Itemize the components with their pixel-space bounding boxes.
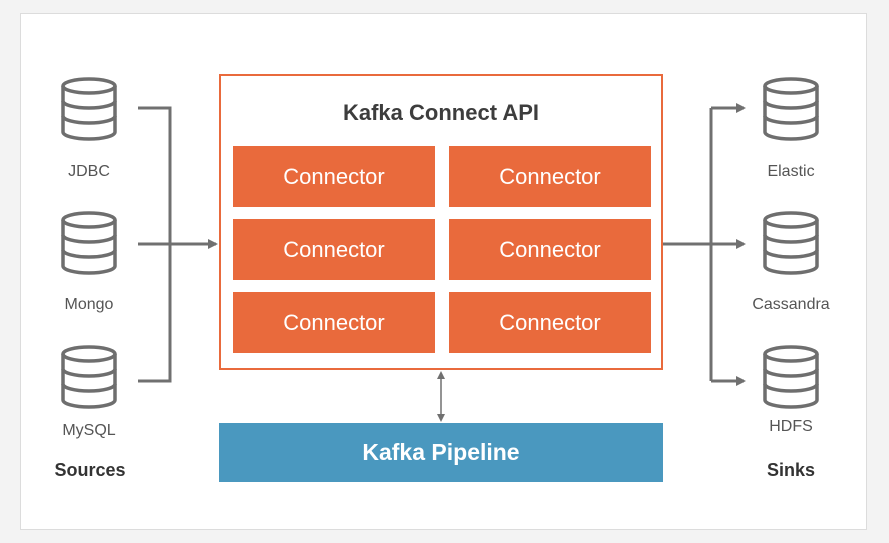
database-icon (61, 345, 117, 409)
sink-label-hdfs: HDFS (769, 418, 813, 435)
connector-block: Connector (233, 219, 435, 280)
sources-heading: Sources (54, 460, 126, 480)
source-label-mysql: MySQL (62, 422, 116, 439)
database-icon (763, 211, 819, 275)
database-icon (763, 345, 819, 409)
connector-block: Connector (233, 292, 435, 353)
source-label-mongo: Mongo (64, 296, 114, 313)
sink-label-elastic: Elastic (767, 163, 815, 180)
source-connector-lines (138, 106, 172, 383)
connector-block: Connector (233, 146, 435, 207)
kafka-pipeline-bar: Kafka Pipeline (219, 423, 663, 482)
database-icon (763, 77, 819, 141)
sink-label-cassandra: Cassandra (752, 296, 830, 313)
source-label-jdbc: JDBC (68, 163, 110, 180)
connector-block: Connector (449, 146, 651, 207)
database-icon (61, 77, 117, 141)
connector-block: Connector (449, 219, 651, 280)
sinks-heading: Sinks (766, 460, 816, 480)
database-icon (61, 211, 117, 275)
api-title: Kafka Connect API (342, 100, 539, 125)
connector-block: Connector (449, 292, 651, 353)
kafka-connect-api-box: Kafka Connect API Connector Connector Co… (219, 74, 663, 370)
sink-connector-lines (663, 108, 713, 381)
